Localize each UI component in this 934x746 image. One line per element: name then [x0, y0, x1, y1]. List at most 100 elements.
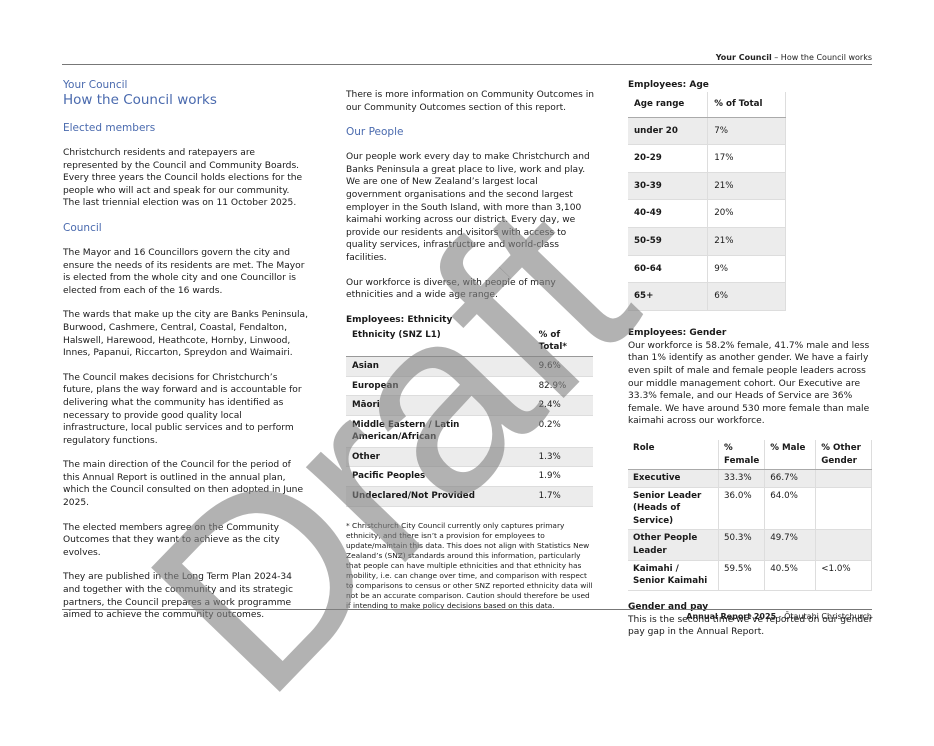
table-row: Senior Leader (Heads of Service) 36.0% 6… — [628, 487, 872, 531]
ethnicity-value: 82.9% — [532, 376, 593, 397]
header-section: Your Council — [715, 53, 772, 62]
age-value: 21% — [707, 227, 786, 256]
council-paragraph-3: The Council makes decisions for Christch… — [63, 372, 302, 446]
age-label: 65+ — [628, 282, 709, 311]
council-paragraph-1: The Mayor and 16 Councillors govern the … — [63, 247, 305, 296]
age-value: 9% — [707, 255, 786, 284]
role-label: Other People Leader — [628, 529, 719, 561]
header-title: How the Council works — [780, 53, 872, 62]
ethnicity-label: Māori — [346, 395, 533, 416]
column-header: Role — [628, 439, 719, 471]
ethnicity-label: Asian — [346, 356, 533, 377]
ethnicity-heading: Employees: Ethnicity — [346, 314, 453, 325]
other-value — [815, 487, 872, 531]
column-middle: There is more information on Community O… — [346, 89, 596, 611]
column-header: % of Total — [707, 92, 786, 118]
role-label: Executive — [628, 469, 719, 488]
table-header-row: Age range % of Total — [628, 92, 786, 118]
ethnicity-value: 0.2% — [532, 415, 593, 448]
age-label: 40-49 — [628, 199, 709, 228]
age-label: 50-59 — [628, 227, 709, 256]
age-value: 17% — [707, 144, 786, 173]
female-value: 50.3% — [718, 529, 766, 561]
table-row: Kaimahi / Senior Kaimahi 59.5% 40.5% <1.… — [628, 560, 872, 591]
age-value: 21% — [707, 172, 786, 201]
council-heading: Council — [63, 221, 102, 234]
table-row: Executive 33.3% 66.7% — [628, 469, 872, 488]
ethnicity-value: 1.3% — [532, 447, 593, 468]
column-header: Ethnicity (SNZ L1) — [346, 326, 533, 357]
age-label: 20-29 — [628, 144, 709, 173]
other-value — [815, 529, 872, 561]
page-title: How the Council works — [63, 92, 217, 108]
male-value: 40.5% — [764, 560, 817, 591]
ethnicity-value: 1.7% — [532, 486, 593, 507]
role-label: Kaimahi / Senior Kaimahi — [628, 560, 719, 591]
age-label: 60-64 — [628, 255, 709, 284]
male-value: 64.0% — [764, 487, 817, 531]
footer-report: Annual Report 2025 — [686, 612, 777, 621]
age-label: under 20 — [628, 117, 709, 146]
council-paragraph-5: The elected members agree on the Communi… — [63, 522, 280, 558]
male-value: 49.7% — [764, 529, 817, 561]
age-value: 7% — [707, 117, 786, 146]
column-header: % Other Gender — [815, 439, 872, 471]
elected-members-paragraph: Christchurch residents and ratepayers ar… — [63, 148, 303, 209]
section-overline: Your Council — [63, 79, 128, 91]
age-label: 30-39 — [628, 172, 709, 201]
gender-paragraph: Our workforce is 58.2% female, 41.7% mal… — [628, 340, 870, 427]
running-header: Your Council – How the Council works — [716, 53, 872, 62]
ethnicity-value: 9.6% — [532, 356, 593, 377]
our-people-heading: Our People — [346, 126, 404, 139]
gender-table: Role % Female % Male % Other Gender Exec… — [628, 439, 872, 591]
gender-heading: Employees: Gender — [628, 327, 727, 338]
ethnicity-label: Pacific Peoples — [346, 466, 533, 488]
table-row: 65+6% — [628, 282, 786, 311]
header-separator: – — [771, 53, 781, 62]
age-value: 6% — [707, 282, 786, 311]
council-paragraph-6: They are published in the Long Term Plan… — [63, 572, 294, 621]
male-value: 66.7% — [764, 469, 817, 488]
running-footer: Annual Report 2025 - Ōtautahi Christchur… — [686, 612, 872, 621]
ethnicity-footnote: * Christchurch City Council currently on… — [346, 520, 593, 610]
table-row: Other People Leader 50.3% 49.7% — [628, 529, 872, 561]
elected-members-heading: Elected members — [63, 122, 156, 134]
ethnicity-label: European — [346, 376, 533, 397]
female-value: 33.3% — [718, 469, 766, 488]
column-header: % Male — [764, 439, 817, 471]
gender-pay-heading: Gender and pay — [628, 601, 709, 612]
council-paragraph-4: The main direction of the Council for th… — [63, 460, 304, 509]
age-value: 20% — [707, 199, 786, 228]
table-header-row: Role % Female % Male % Other Gender — [628, 439, 872, 471]
age-heading: Employees: Age — [628, 80, 709, 90]
female-value: 36.0% — [718, 487, 766, 531]
footer-rule — [62, 609, 872, 610]
council-paragraph-2: The wards that make up the city are Bank… — [63, 310, 308, 359]
ethnicity-label: Undeclared/Not Provided — [346, 486, 533, 507]
footer-city: Ōtautahi Christchurch — [784, 612, 872, 621]
female-value: 59.5% — [718, 560, 766, 591]
our-people-paragraph-1: Our people work every day to make Christ… — [346, 152, 590, 263]
column-header: % of Total* — [532, 326, 593, 357]
column-left: Your Council How the Council works Elect… — [63, 79, 309, 634]
ethnicity-value: 2.4% — [532, 395, 593, 416]
column-right: Employees: Age Age range % of Total unde… — [628, 79, 874, 651]
column-header: Age range — [628, 92, 709, 118]
gender-pay-paragraph: This is the second time we’ve reported o… — [628, 614, 873, 638]
footer-separator: - — [776, 612, 785, 621]
our-people-paragraph-2: Our workforce is diverse, with people of… — [346, 277, 556, 301]
